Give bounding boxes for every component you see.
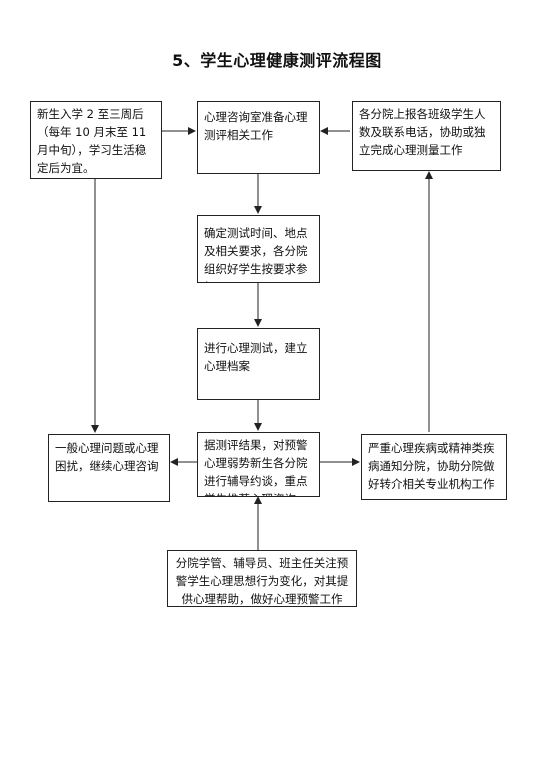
node-staff: 分院学管、辅导员、班主任关注预警学生心理思想行为变化，对其提供心理帮助，做好心理… [167,550,357,607]
node-result: 据测评结果，对预警心理弱势新生各分院进行辅导约谈，重点学生推荐心理咨询 [197,432,320,497]
node-severe: 严重心理疾病或精神类疾病通知分院，协助分院做好转介相关专业机构工作 [361,434,507,500]
node-report: 各分院上报各班级学生人数及联系电话，协助或独立完成心理测量工作 [352,101,501,171]
node-schedule: 确定测试时间、地点及相关要求，各分院组织好学生按要求参加 [197,215,320,283]
node-test: 进行心理测试，建立心理档案 [197,328,320,400]
node-freshman: 新生入学 2 至三周后（每年 10 月末至 11 月中旬），学习生活稳定后为宜。 [30,101,162,179]
node-general: 一般心理问题或心理困扰，继续心理咨询 [48,434,170,502]
page-title: 5、学生心理健康测评流程图 [172,51,382,70]
node-prepare: 心理咨询室准备心理测评相关工作 [197,101,320,174]
